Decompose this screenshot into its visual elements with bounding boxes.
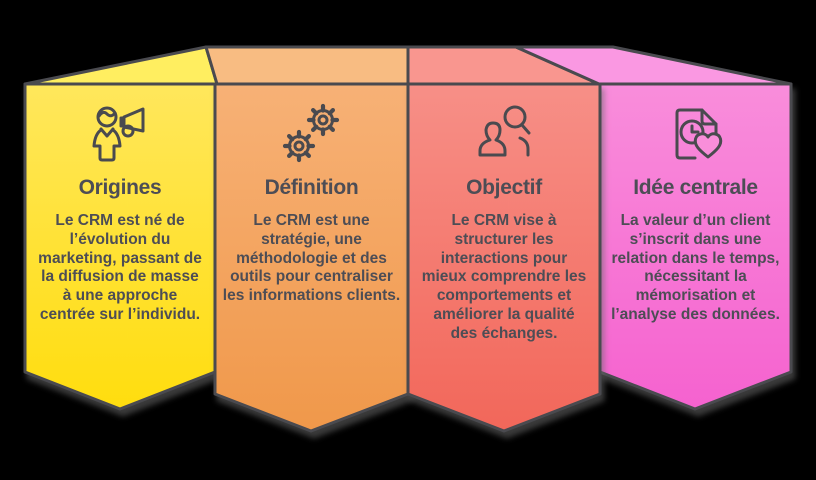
gears-icon: [215, 102, 408, 168]
banner-origines-body-shape: [23, 82, 217, 411]
banner-origines-fold-shape: [23, 45, 219, 86]
banner-objectif: Objectif Le CRM vise à structurer les in…: [408, 84, 600, 343]
banner-definition-body-shape: [213, 82, 410, 433]
banner-definition-fold-shape: [204, 45, 410, 86]
banner-description: Le CRM est né de l’évolution du marketin…: [38, 212, 202, 323]
woman-megaphone-icon: [25, 102, 215, 168]
banner-title: Définition: [264, 176, 359, 199]
banner-description: La valeur d’un client s’inscrit dans une…: [611, 212, 780, 323]
banner-definition: Définition Le CRM est une stratégie, une…: [215, 84, 408, 306]
banner-description: Le CRM est une stratégie, une méthodolog…: [222, 212, 401, 304]
banner-title: Idée centrale: [633, 176, 758, 199]
person-magnifier-icon: [408, 102, 600, 168]
banner-description: Le CRM vise à structurer les interaction…: [421, 212, 587, 342]
banner-title: Objectif: [466, 176, 542, 199]
banner-objectif-body-shape: [406, 82, 602, 433]
banner-title: Origines: [78, 176, 162, 199]
banner-idee-centrale: Idée centrale La valeur d’un client s’in…: [600, 84, 791, 325]
banner-origines: Origines Le CRM est né de l’évolution du…: [25, 84, 215, 325]
document-clock-heart-icon: [600, 102, 791, 168]
